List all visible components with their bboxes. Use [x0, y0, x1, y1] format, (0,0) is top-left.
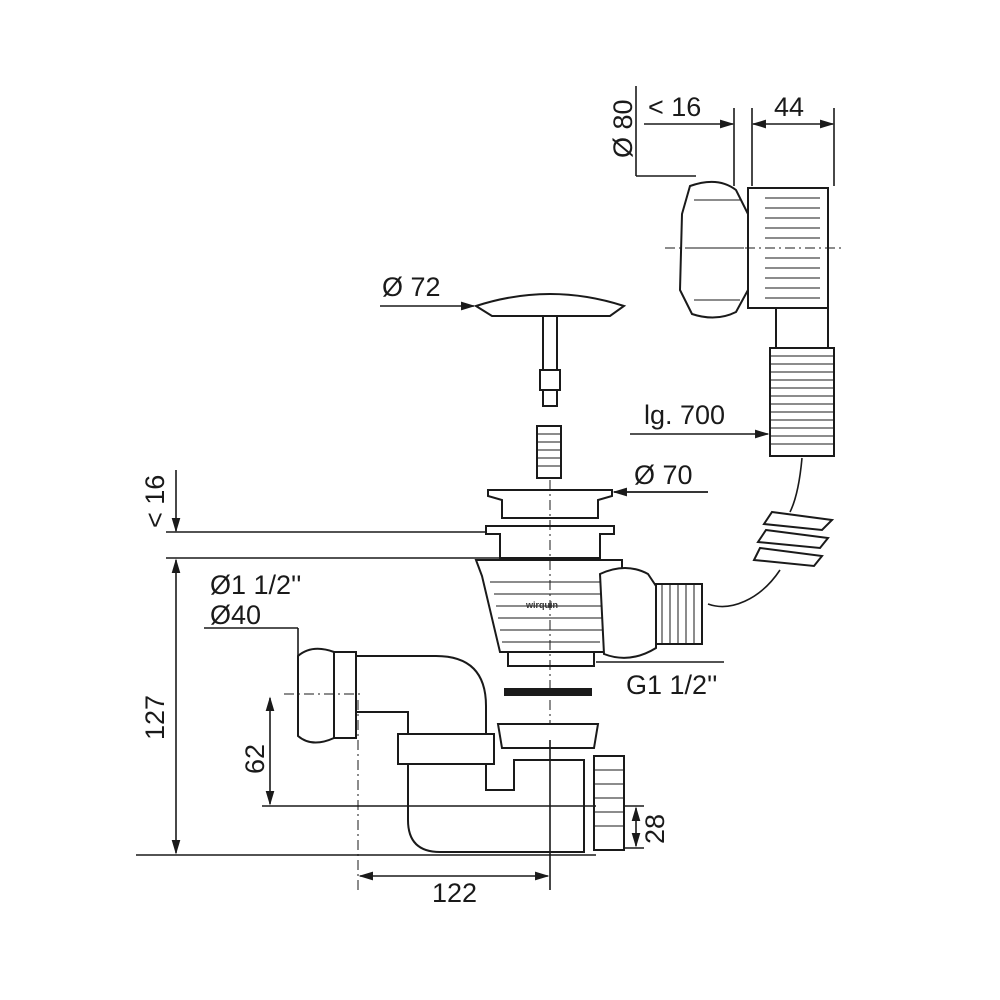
hose-length-label: lg. 700 [644, 400, 725, 430]
overflow-hose [769, 347, 835, 457]
plug-diameter-label: Ø 72 [382, 272, 441, 302]
horizontal-offset-label: 122 [432, 878, 477, 908]
siphon-body: wirquin [474, 480, 703, 740]
trap-nut [397, 733, 495, 765]
plug-cap [473, 293, 627, 317]
plug-nut [539, 369, 561, 391]
overflow-ribs [765, 197, 820, 299]
outlet-diameter-mm-label: Ø40 [210, 600, 261, 630]
overflow-dimensions: Ø 80 < 16 44 [608, 86, 835, 186]
overflow-diameter-label: Ø 80 [608, 99, 638, 158]
threaded-neck [507, 651, 595, 667]
right-nut [593, 755, 625, 851]
flange-diameter-label: Ø 70 [634, 460, 693, 490]
outlet-height-label: 62 [240, 744, 270, 774]
outlet-diameter-inch-label: Ø1 1/2'' [210, 570, 301, 600]
overflow-cover [678, 180, 749, 319]
plug [473, 293, 627, 407]
outlet-cap [297, 647, 335, 744]
bottom-dimensions: 122 [358, 740, 551, 908]
overflow-thickness-label: < 16 [648, 92, 701, 122]
total-height-label: 127 [140, 695, 170, 740]
seal [504, 688, 592, 696]
trap [284, 647, 625, 890]
overflow-connector [775, 307, 829, 349]
hose-corrugation [770, 355, 834, 445]
left-dimensions: < 16 127 62 Ø1 1/2'' Ø40 [136, 470, 596, 856]
screw [536, 425, 562, 479]
overflow-assembly [665, 180, 845, 608]
flange-thickness-label: < 16 [140, 475, 170, 528]
outlet-elbow [351, 655, 487, 735]
hose-coil [752, 510, 835, 568]
side-inlet [598, 567, 657, 659]
brand-mark: wirquin [525, 600, 558, 610]
lower-nut [496, 723, 600, 749]
body-ribs [490, 581, 612, 643]
inlet-height-label: 28 [640, 814, 670, 844]
thread-label: G1 1/2'' [626, 670, 717, 700]
overflow-depth-label: 44 [774, 92, 804, 122]
right-dimensions: 28 [624, 805, 670, 849]
plug-stem [542, 315, 558, 371]
